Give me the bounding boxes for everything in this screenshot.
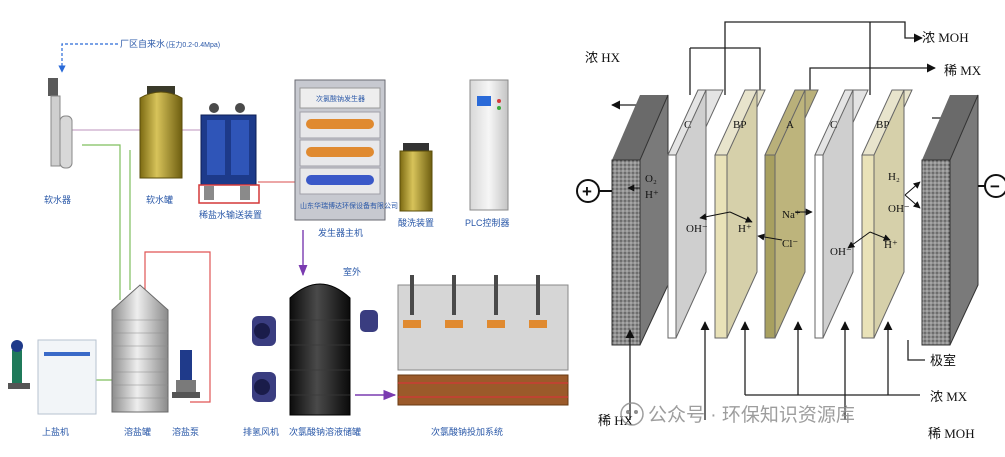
generator-panel-title: 次氯酸钠发生器 bbox=[316, 94, 365, 103]
water-pressure-label: (压力0.2-0.4Mpa) bbox=[166, 40, 220, 49]
membrane-bp-2 bbox=[861, 89, 913, 339]
plc-cabinet bbox=[469, 79, 509, 211]
chamber-label: 极室 bbox=[930, 353, 956, 368]
ion-h-3: H⁺ bbox=[884, 239, 898, 251]
minus-sign: − bbox=[990, 177, 1000, 196]
dil-mx-label: 稀 MX bbox=[944, 63, 982, 78]
ion-arrows bbox=[627, 181, 921, 249]
dil-moh-label: 稀 MOH bbox=[928, 426, 975, 441]
plc-label: PLC控制器 bbox=[465, 217, 510, 228]
water-supply-label: 厂区自来水 bbox=[120, 38, 165, 49]
conc-hx-label: 浓 HX bbox=[585, 50, 621, 65]
ion-h2: H₂ bbox=[888, 171, 900, 183]
ion-oh-2: OH⁻ bbox=[830, 246, 852, 258]
process-flow-diagram: 厂区自来水 (压力0.2-0.4Mpa) 软水器 软水罐 稀盐水输送装置 bbox=[8, 38, 569, 437]
generator-brand: 山东华瑞博达环保设备有限公司 bbox=[300, 201, 398, 210]
generator-main-unit: 次氯酸钠发生器 山东华瑞博达环保设备有限公司 bbox=[294, 79, 398, 221]
membrane-label-c-1: C bbox=[684, 119, 691, 131]
ion-na: Na⁺ bbox=[782, 209, 801, 221]
anode-electrode bbox=[611, 94, 669, 346]
membrane-label-bp-1: BP bbox=[733, 119, 746, 131]
membrane-bp-1 bbox=[714, 89, 766, 339]
membrane-a bbox=[764, 89, 819, 339]
watermark: 公众号 · 环保知识资源库 bbox=[620, 402, 855, 426]
watermark-text: 公众号 · 环保知识资源库 bbox=[648, 404, 855, 426]
ion-o2: O₂ bbox=[645, 173, 657, 185]
brine-dissolving-tank bbox=[111, 284, 169, 413]
soft-tank-label: 软水罐 bbox=[146, 194, 173, 205]
cathode-electrode bbox=[921, 94, 979, 346]
acid-cleaning-device bbox=[399, 143, 433, 212]
generator-label: 发生器主机 bbox=[318, 227, 363, 238]
softener bbox=[48, 78, 73, 169]
ion-h-left: H⁺ bbox=[645, 189, 659, 201]
brine-pump-label: 溶盐泵 bbox=[172, 426, 199, 437]
bottom-flow-lines bbox=[625, 321, 925, 420]
feeder-label: 上盐机 bbox=[42, 426, 69, 437]
dil-hx-label: 稀 HX bbox=[598, 413, 634, 428]
plus-sign: + bbox=[582, 182, 592, 201]
pipelines bbox=[58, 43, 397, 403]
outdoor-label: 室外 bbox=[343, 266, 361, 277]
bipolar-membrane-diagram: 浓 HX 浓 MOH 稀 MX bbox=[576, 21, 1005, 441]
naclo-storage-tank bbox=[289, 283, 378, 416]
dilute-brine-device bbox=[198, 103, 260, 204]
ion-h-2: H⁺ bbox=[738, 223, 752, 235]
ion-oh-1: OH⁻ bbox=[686, 223, 708, 235]
membrane-c-1 bbox=[667, 89, 724, 339]
positive-terminal: + bbox=[576, 179, 612, 203]
conc-moh-top-label: 浓 MOH bbox=[922, 30, 969, 45]
fan-label: 排氢风机 bbox=[243, 426, 279, 437]
hydrogen-exhaust-fans bbox=[252, 316, 276, 402]
brine-tank-label: 溶盐罐 bbox=[124, 426, 151, 437]
membrane-c-2 bbox=[814, 89, 869, 339]
dosing-system bbox=[397, 275, 569, 406]
brine-pump bbox=[172, 350, 200, 398]
softener-label: 软水器 bbox=[44, 194, 71, 205]
ion-cl: Cl⁻ bbox=[782, 238, 798, 250]
soft-water-tank bbox=[139, 86, 183, 179]
dilute-device-label: 稀盐水输送装置 bbox=[199, 209, 262, 220]
negative-terminal: − bbox=[978, 174, 1005, 198]
top-flow-lines bbox=[611, 21, 950, 119]
conc-mx-label: 浓 MX bbox=[930, 389, 968, 404]
membrane-label-bp-2: BP bbox=[876, 119, 889, 131]
dosing-label: 次氯酸钠投加系统 bbox=[431, 426, 503, 437]
salt-feeder bbox=[8, 339, 97, 415]
acid-device-label: 酸洗装置 bbox=[398, 217, 434, 228]
ion-oh-right: OH⁻ bbox=[888, 203, 910, 215]
storage-tank-label: 次氯酸钠溶液储罐 bbox=[289, 426, 361, 437]
membrane-label-a: A bbox=[786, 119, 794, 131]
membrane-label-c-2: C bbox=[830, 119, 837, 131]
